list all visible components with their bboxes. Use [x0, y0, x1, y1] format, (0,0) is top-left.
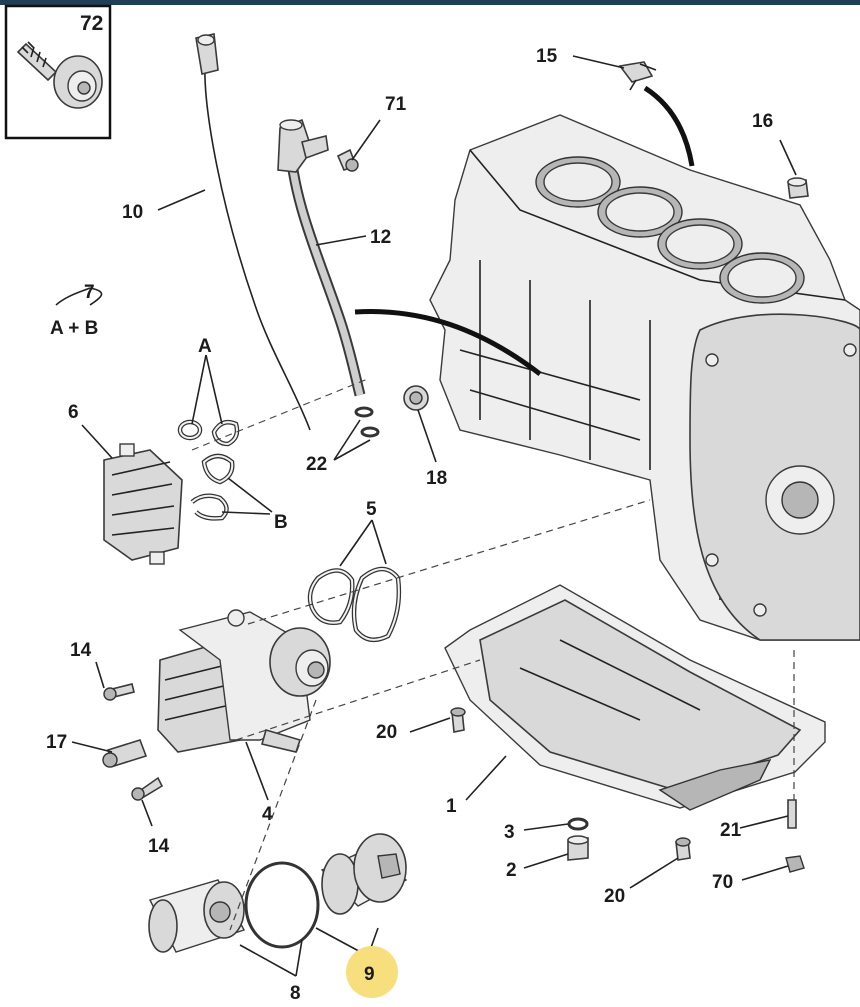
callout-4[interactable]: 4 [262, 804, 273, 825]
orings-22[interactable] [354, 406, 380, 438]
callout-labels: 10 12 71 15 16 7 A + B A 6 B 22 18 5 14 … [46, 46, 773, 1004]
stud-21[interactable] [787, 799, 797, 829]
callout-1[interactable]: 1 [446, 796, 457, 817]
callout-7[interactable]: 7 [84, 282, 95, 303]
callout-20-left[interactable]: 20 [376, 722, 397, 743]
callout-21[interactable]: 21 [720, 820, 742, 841]
callout-71[interactable]: 71 [385, 94, 407, 115]
bolt-20-left[interactable] [450, 707, 466, 733]
callout-b[interactable]: B [274, 512, 288, 533]
callout-15[interactable]: 15 [536, 46, 558, 67]
callout-16[interactable]: 16 [752, 111, 773, 132]
callout-a-plus-b[interactable]: A + B [50, 318, 98, 339]
callout-22[interactable]: 22 [306, 454, 327, 475]
nut-70[interactable] [785, 855, 805, 873]
gaskets-5[interactable] [307, 566, 402, 643]
curved-arrow-12 [354, 309, 542, 376]
bolt-20-bottom[interactable] [675, 837, 691, 861]
seal-ring-8[interactable] [244, 861, 320, 949]
callout-18[interactable]: 18 [426, 468, 447, 489]
oil-pan[interactable] [444, 584, 826, 811]
callout-72: 72 [80, 12, 103, 35]
callout-9-highlight [346, 946, 398, 998]
dipstick-tube[interactable] [277, 118, 366, 397]
callout-20-bottom[interactable]: 20 [604, 886, 625, 907]
callout-6[interactable]: 6 [68, 402, 79, 423]
callout-14-lower[interactable]: 14 [148, 836, 170, 857]
oil-filter-housing-4[interactable] [157, 609, 331, 753]
top-accent-bar [0, 0, 860, 5]
callout-17[interactable]: 17 [46, 732, 67, 753]
sensor-15[interactable] [618, 61, 657, 91]
screw-72-icon [16, 41, 103, 109]
callout-2[interactable]: 2 [506, 860, 517, 881]
gaskets-b[interactable] [190, 453, 235, 521]
plug-18[interactable] [403, 385, 429, 411]
washer-3[interactable] [567, 817, 589, 831]
curved-arrow-15 [643, 85, 695, 167]
screw-71[interactable] [336, 148, 359, 172]
sensor-17[interactable] [102, 739, 148, 768]
oil-cooler-6[interactable] [103, 443, 183, 565]
bolt-14-upper[interactable] [103, 683, 135, 701]
engine-block[interactable] [429, 114, 860, 641]
plug-16[interactable] [787, 177, 809, 199]
filter-cap-9[interactable] [320, 833, 408, 915]
callout-14-upper[interactable]: 14 [70, 640, 92, 661]
callout-5[interactable]: 5 [366, 499, 377, 520]
bolt-14-lower[interactable] [131, 776, 164, 801]
gaskets-a[interactable] [177, 419, 240, 447]
callout-8[interactable]: 8 [290, 983, 301, 1004]
callout-3[interactable]: 3 [504, 822, 515, 843]
callout-9[interactable]: 9 [364, 964, 375, 985]
oil-filter-element-8[interactable] [148, 879, 246, 953]
callout-10[interactable]: 10 [122, 202, 143, 223]
inset-part-72[interactable]: 72 [4, 4, 112, 140]
callout-70[interactable]: 70 [712, 872, 733, 893]
drain-plug-2[interactable] [567, 835, 589, 861]
assembly-guides [191, 377, 795, 931]
callout-a[interactable]: A [198, 336, 212, 357]
dipstick[interactable] [195, 33, 311, 431]
callout-12[interactable]: 12 [370, 227, 391, 248]
